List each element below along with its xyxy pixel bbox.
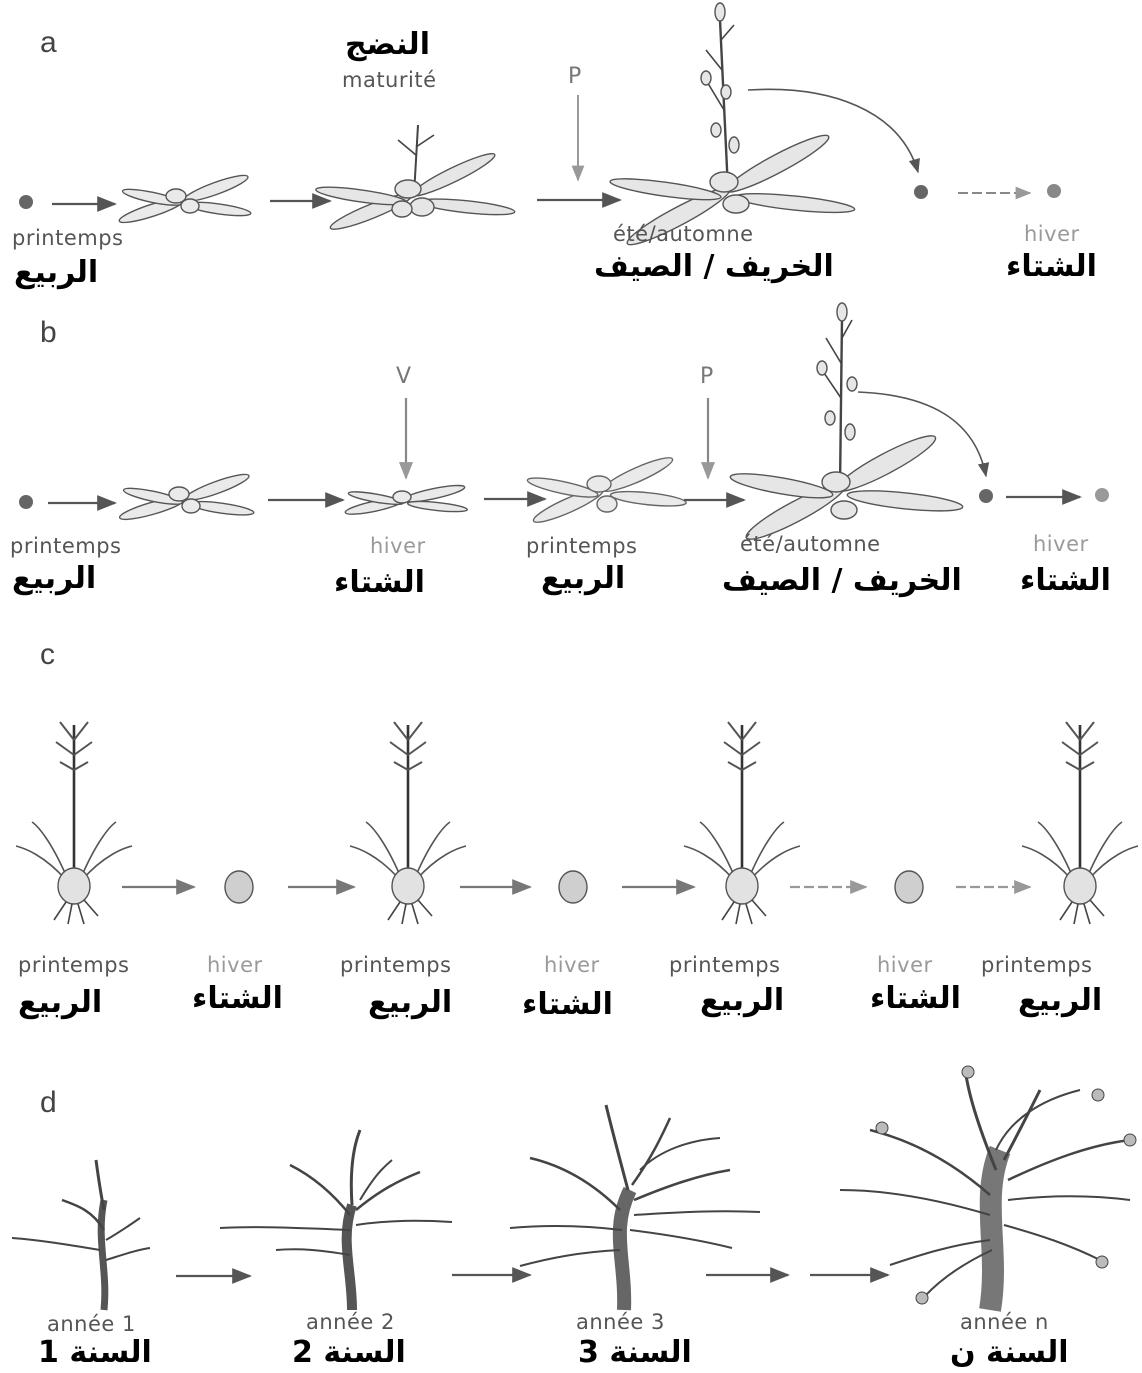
stage-label-fr: printemps [340, 955, 452, 976]
bulb-icon [559, 871, 587, 903]
rosette-medium-icon [526, 453, 687, 528]
stage-label-ar: الشتاء [334, 568, 425, 598]
maturity-label-fr: maturité [342, 70, 437, 91]
stage-label-ar: الشتاء [1020, 566, 1111, 596]
stage-label-ar: الربيع [18, 988, 102, 1018]
stage-label-ar: الشتاء [522, 990, 613, 1020]
panel-label-c: c [40, 640, 55, 670]
stage-label-fr: année 3 [576, 1312, 665, 1333]
stage-label-ar: الربيع [1018, 986, 1102, 1016]
panel-c-artwork [16, 722, 1138, 924]
stage-label-fr: hiver [877, 955, 933, 976]
stage-label-ar: الشتاء [870, 984, 961, 1014]
seed-icon [1095, 488, 1109, 502]
stage-label-fr: année n [960, 1312, 1049, 1333]
stage-label-fr: hiver [1033, 534, 1089, 555]
stage-label-fr: été/automne [740, 534, 881, 555]
panel-label-a: a [40, 28, 57, 58]
stage-label-ar: الشتاء [1006, 252, 1097, 282]
stage-label-fr: printemps [526, 536, 638, 557]
flowering-plant-icon [609, 3, 855, 251]
stage-label-ar: السنة 1 [38, 1338, 152, 1368]
stage-label-fr: hiver [1024, 224, 1080, 245]
vernalization-tag: V [396, 366, 411, 388]
stage-label-ar: الربيع [368, 988, 452, 1018]
stage-label-fr: printemps [669, 955, 781, 976]
stage-label-fr: année 2 [306, 1312, 395, 1333]
panel-a-artwork [19, 3, 1061, 251]
stage-label-fr: printemps [18, 955, 130, 976]
photoperiod-tag: P [700, 366, 713, 388]
bulb-plant-icon [16, 722, 132, 924]
stage-label-ar: السنة 3 [578, 1338, 692, 1368]
stage-label-ar: الربيع [541, 564, 625, 594]
tree-year-2-icon [220, 1130, 452, 1310]
rosette-small-icon [118, 470, 254, 523]
stage-label-ar: الربيع [12, 564, 96, 594]
stage-label-fr: printemps [12, 228, 124, 249]
maturity-label-ar: النضج [345, 30, 430, 60]
stage-label-ar: الخريف / الصيف [722, 566, 962, 596]
seed-icon [914, 185, 928, 199]
panel-d-artwork [12, 1066, 1136, 1310]
seed-icon [1047, 184, 1061, 198]
seed-icon [979, 489, 993, 503]
tree-year-1-icon [12, 1160, 150, 1310]
bulb-icon [225, 871, 253, 903]
stage-label-ar: السنة ن [950, 1338, 1069, 1368]
stage-label-ar: الربيع [700, 986, 784, 1016]
stage-label-fr: été/automne [613, 224, 754, 245]
bulb-icon [895, 871, 923, 903]
stage-label-fr: printemps [10, 536, 122, 557]
panel-label-b: b [40, 318, 57, 348]
photoperiod-tag: P [568, 66, 581, 88]
rosette-small-icon [344, 482, 467, 517]
stage-label-fr: printemps [981, 955, 1093, 976]
stage-label-fr: hiver [207, 955, 263, 976]
panel-b-artwork [19, 303, 1109, 547]
bolting-rosette-icon [315, 125, 515, 234]
stage-label-fr: hiver [544, 955, 600, 976]
stage-label-ar: الربيع [14, 258, 98, 288]
tree-year-3-icon [510, 1105, 760, 1310]
seed-icon [19, 195, 33, 209]
tree-year-n-icon [840, 1066, 1136, 1310]
flowering-plant-icon [729, 303, 964, 547]
seed-icon [19, 495, 33, 509]
stage-label-fr: hiver [370, 536, 426, 557]
rosette-small-icon [117, 171, 251, 227]
panel-label-d: d [40, 1088, 57, 1118]
stage-label-ar: الشتاء [192, 984, 283, 1014]
stage-label-ar: السنة 2 [292, 1338, 406, 1368]
stage-label-ar: الخريف / الصيف [594, 252, 834, 282]
stage-label-fr: année 1 [47, 1314, 136, 1335]
